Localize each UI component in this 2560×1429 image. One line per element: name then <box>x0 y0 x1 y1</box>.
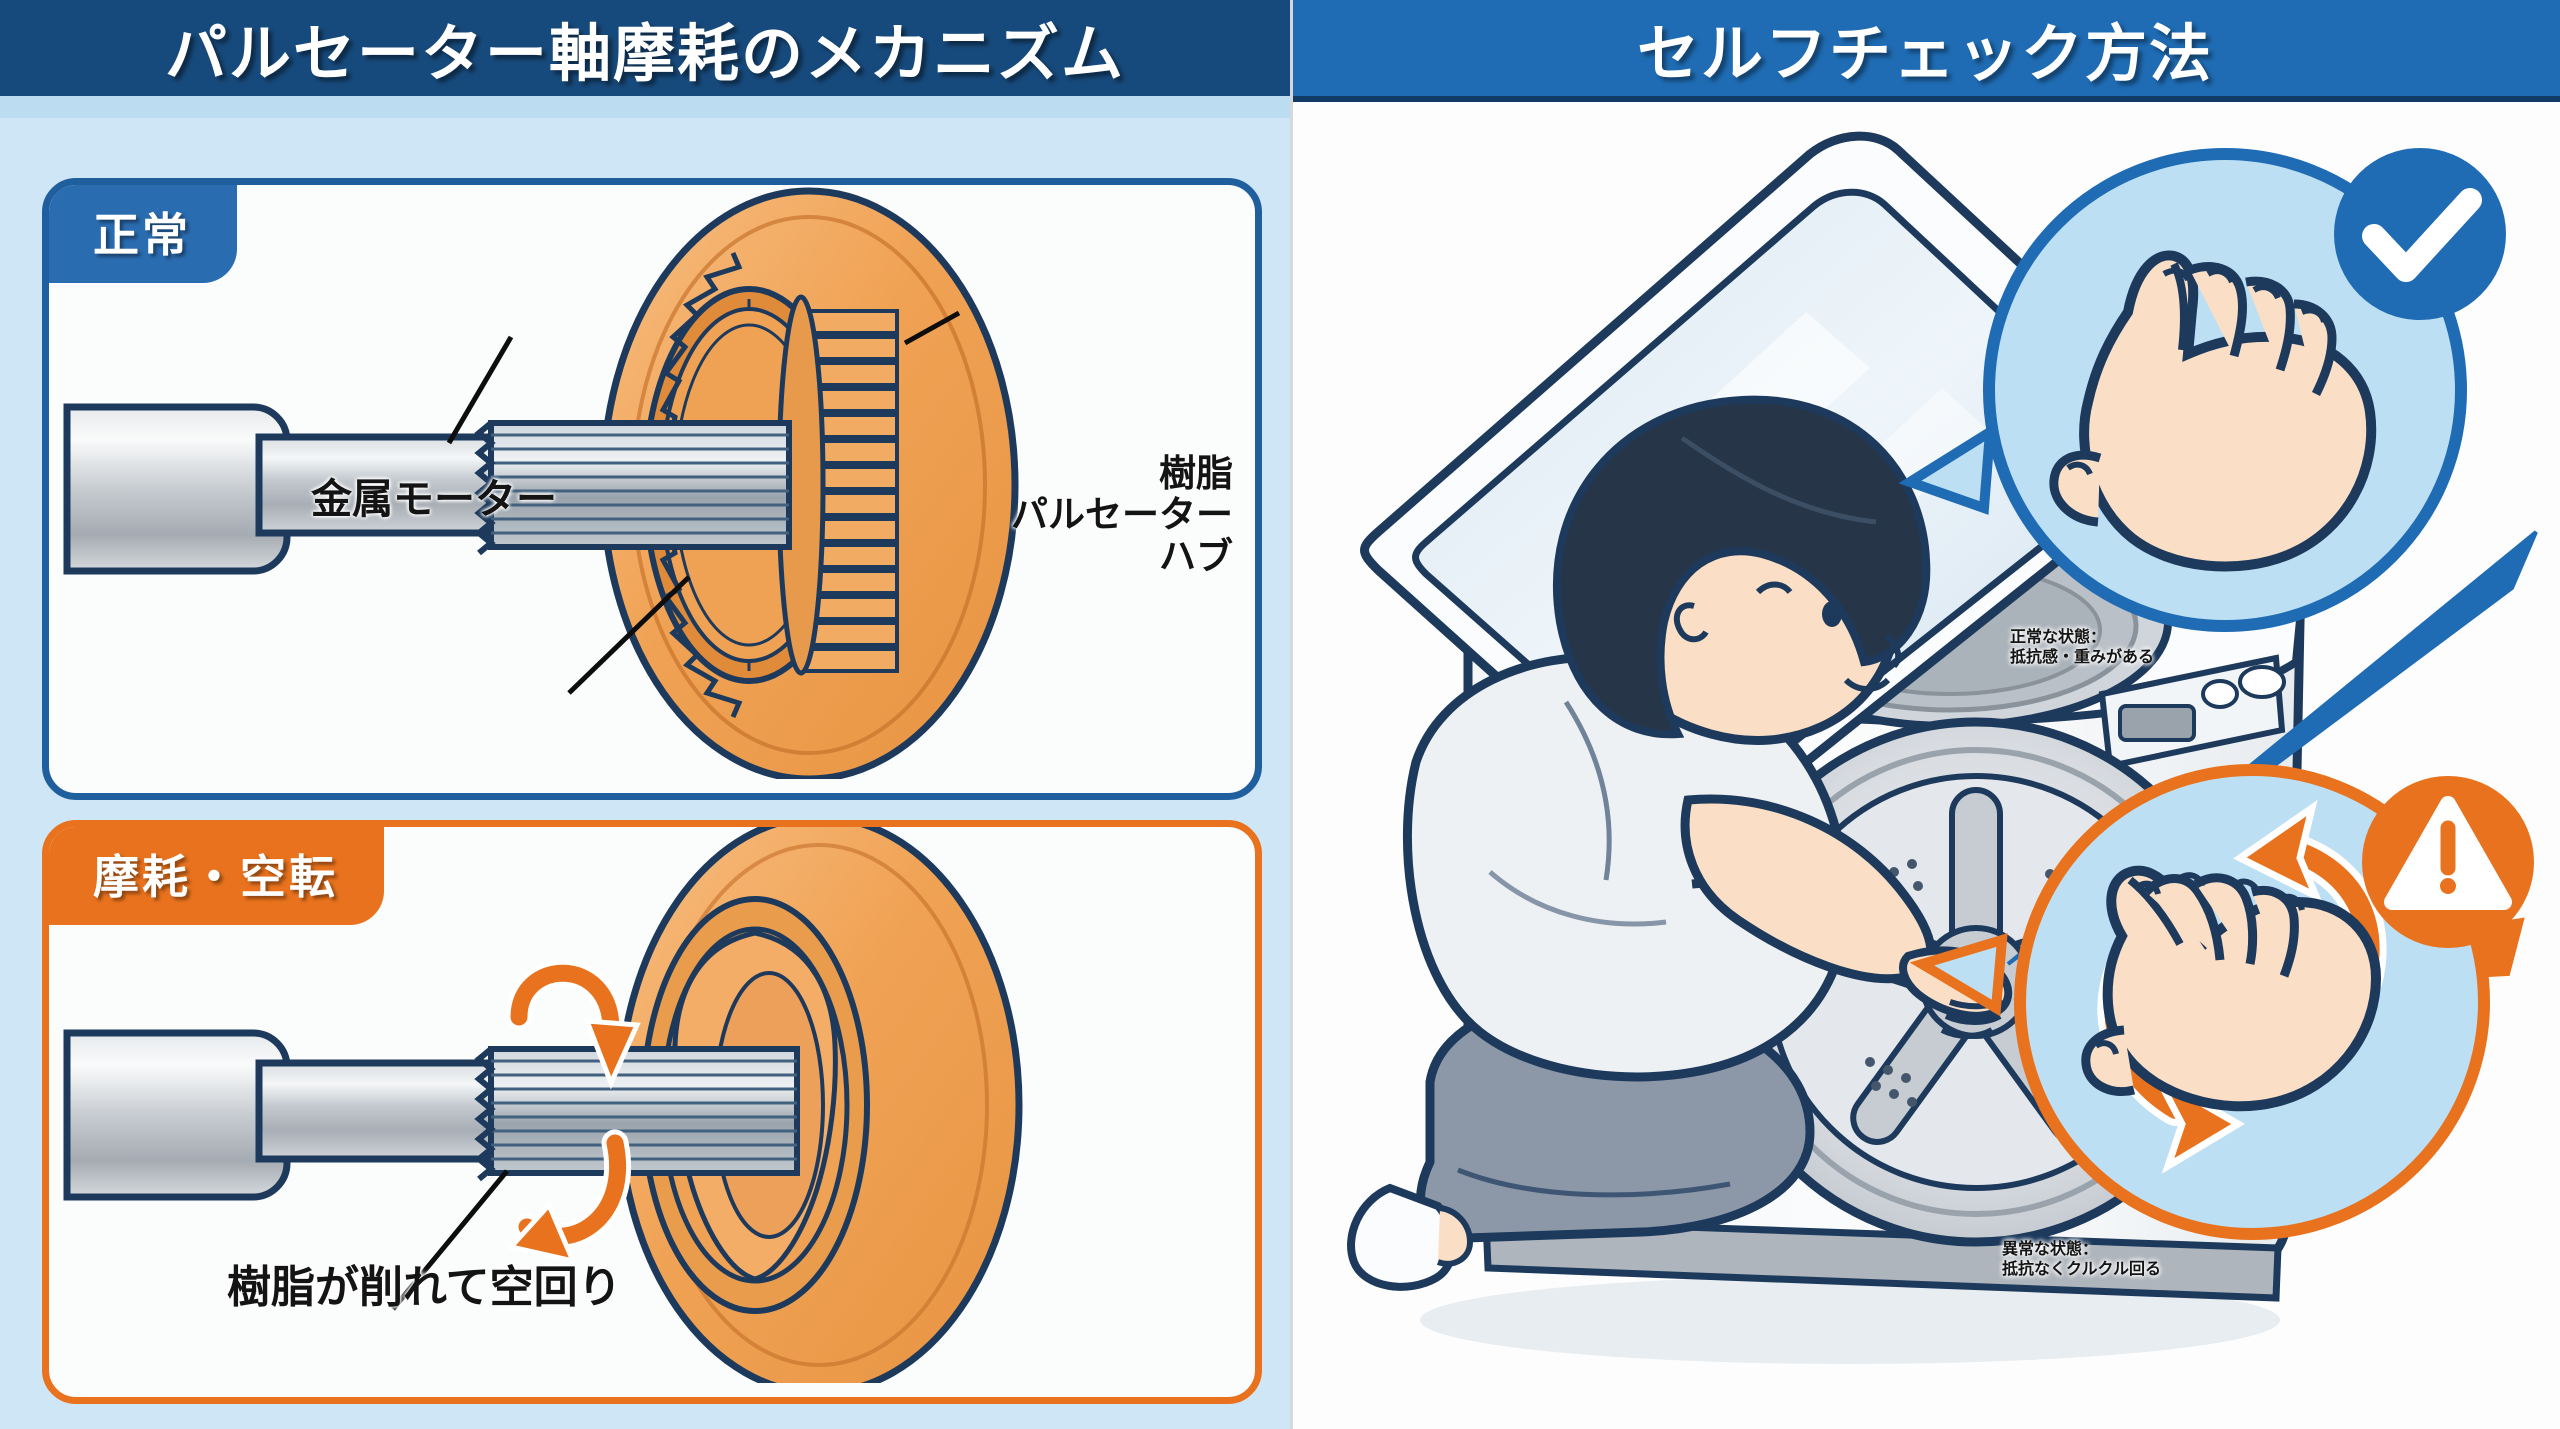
leader-line-worn <box>391 1169 509 1311</box>
person-eye <box>1822 601 1842 627</box>
rotation-arrowhead-bottom <box>506 1200 578 1265</box>
normal-state-card: 正常 <box>42 178 1262 800</box>
resin-hub-label: 樹脂 パルセーター ハブ <box>933 453 1233 577</box>
control-button-2 <box>2238 665 2286 699</box>
spin-arrowhead-upper <box>2233 799 2323 904</box>
normal-state-caption: 正常な状態： 抵抗感・重みがある <box>2010 628 2154 667</box>
resin-hub-label-line1: 樹脂 <box>1159 453 1233 494</box>
callout-normal <box>1898 148 2506 632</box>
check-icon-badge <box>2334 148 2506 320</box>
control-button-1 <box>2201 679 2239 709</box>
rotation-arrow-top <box>505 959 625 1041</box>
person-eyebrow <box>1755 581 1793 595</box>
worn-mechanism-diagram <box>63 827 1023 1383</box>
worn-state-card: 摩耗・空転 <box>42 820 1262 1404</box>
left-panel-header: パルセーター軸摩耗のメカニズム <box>0 0 1290 96</box>
right-panel-header: セルフチェック方法 <box>1290 0 2560 96</box>
person-ankle <box>1436 1205 1474 1267</box>
callout-abnormal <box>1909 764 2534 1240</box>
check-icon <box>2362 188 2482 282</box>
right-panel-title: セルフチェック方法 <box>1636 20 2213 89</box>
floor-shadow <box>1420 1276 2280 1364</box>
hand-spinning-icon <box>2081 865 2382 1112</box>
abnormal-caption-line1: 異常な状態： <box>2002 1241 2099 1258</box>
person-mouth <box>1843 677 1891 692</box>
display-screen <box>2118 704 2196 742</box>
left-panel-title: パルセーター軸摩耗のメカニズム <box>164 20 1125 89</box>
rotation-arrowhead-top <box>583 1018 641 1090</box>
person-ear <box>1673 602 1709 643</box>
panel-divider <box>1290 0 1293 1429</box>
abnormal-caption-line2: 抵抗なくクルクル回る <box>2002 1260 2162 1278</box>
metal-motor-label: 金属モーター <box>311 476 557 522</box>
worn-caption-label: 樹脂が削れて空回り <box>227 1263 622 1312</box>
normal-caption-line1: 正常な状態： <box>2010 629 2107 646</box>
normal-badge: 正常 <box>49 185 237 283</box>
abnormal-state-caption: 異常な状態： 抵抗なくクルクル回る <box>2002 1240 2161 1279</box>
normal-caption-line2: 抵抗感・重みがある <box>2010 648 2155 666</box>
callout-bubbles-layer <box>1898 148 2534 1240</box>
hand-resting-icon <box>2049 250 2377 572</box>
resin-hub-label-line2: パルセーター <box>1011 494 1233 536</box>
resin-hub-label-line3: ハブ <box>1159 535 1233 577</box>
person-kneeling <box>1347 395 2013 1291</box>
person-nose <box>1884 633 1902 669</box>
right-header-underband <box>1290 96 2560 102</box>
person-hair <box>1552 395 1931 739</box>
warning-icon-dot <box>2440 878 2456 894</box>
right-panel-selfcheck: セルフチェック方法 <box>1290 0 2560 1429</box>
left-panel-mechanism: パルセーター軸摩耗のメカニズム 正常 <box>0 0 1290 1429</box>
worn-badge: 摩耗・空転 <box>49 827 384 925</box>
left-header-underband <box>0 96 1290 118</box>
